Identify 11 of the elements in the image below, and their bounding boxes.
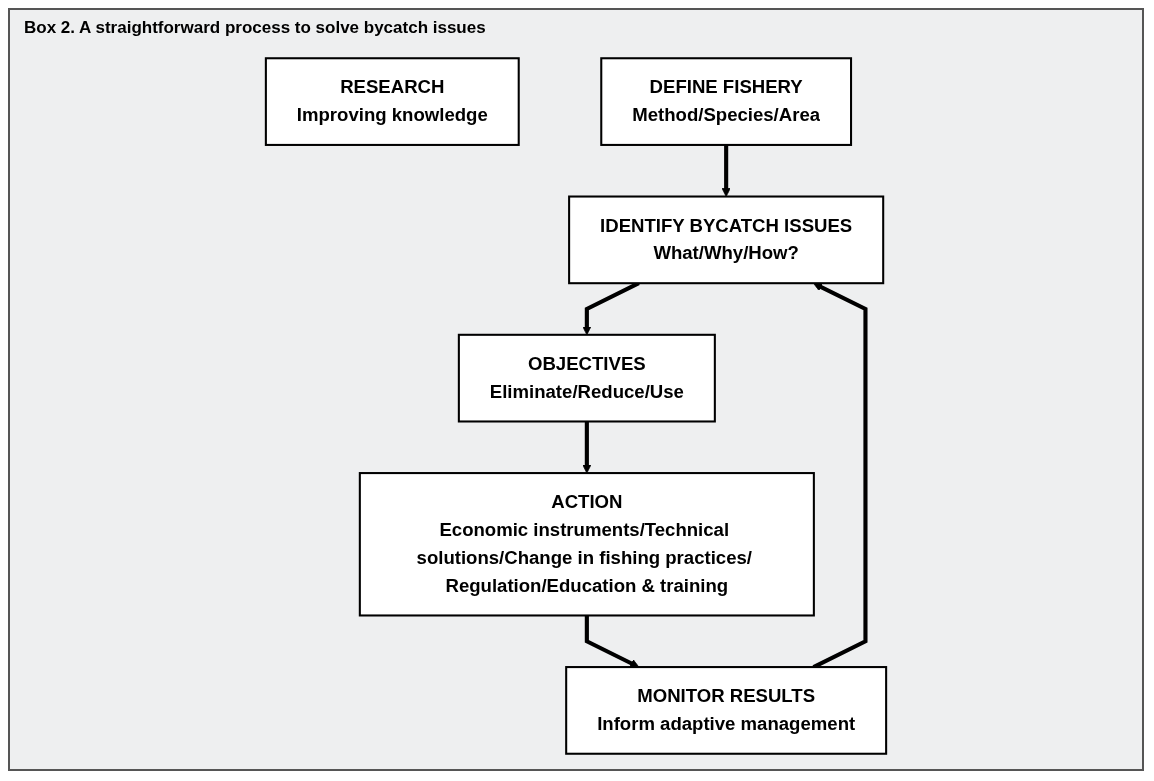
panel-background: Box 2. A straightforward process to solve bycatch issues RESEARCH Improving knowledge DEFINE FISHERY Method/Species/Area IDENTIFY BYCATCH ISSUES What/Why/How? OBJECTIVES Eliminate/Reduce/Use ACTION Economic instruments/Technical solutions/Change in fishing practices/ Regulation/Education & training MONITOR RESULTS Inform adaptive management <box>8 8 1144 771</box>
node-box <box>565 666 888 755</box>
arrow <box>721 144 731 197</box>
node-box <box>568 195 885 285</box>
node-box <box>600 57 853 146</box>
node-box <box>457 333 716 423</box>
node-box <box>264 57 520 146</box>
title: Box 2. A straightforward process to solve bycatch issues <box>24 18 486 38</box>
arrow <box>582 421 592 474</box>
node-box <box>358 472 815 617</box>
arrow <box>584 615 640 668</box>
